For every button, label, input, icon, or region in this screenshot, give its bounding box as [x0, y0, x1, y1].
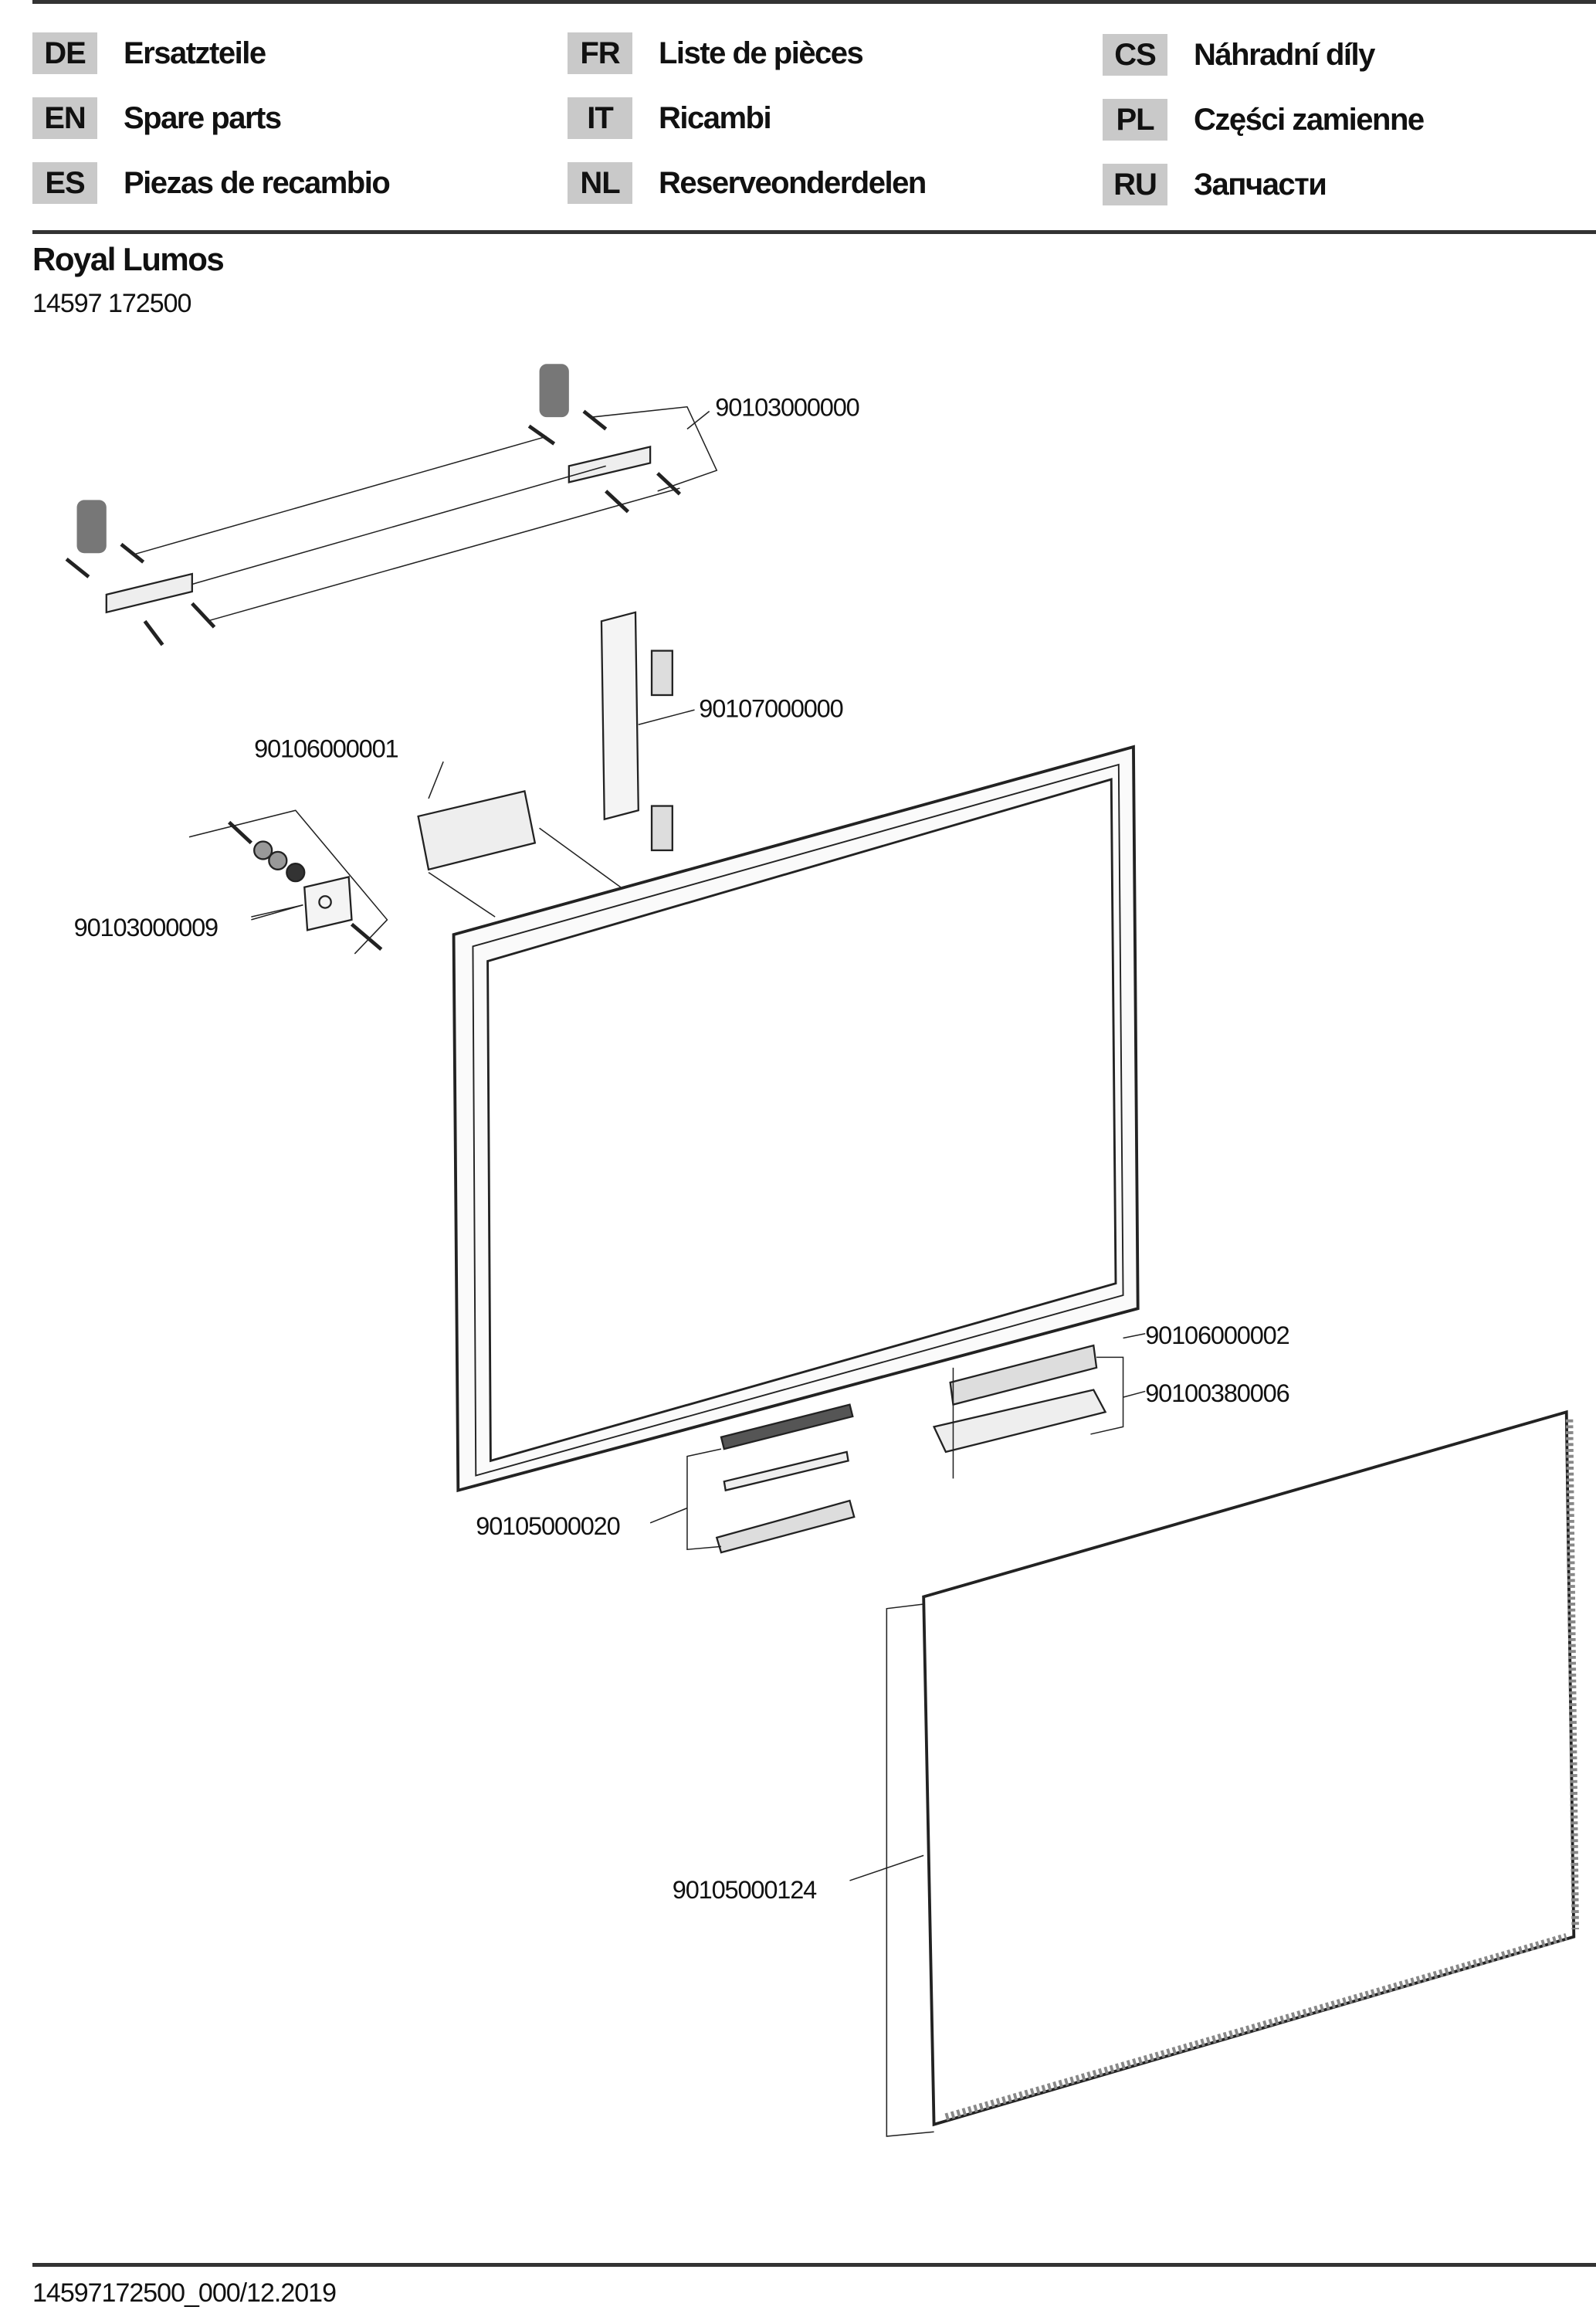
- lang-code: PL: [1103, 99, 1167, 141]
- part-number-light-profile: 90107000000: [699, 695, 842, 723]
- light-profile-part: [600, 611, 695, 852]
- led-backplate-part: [849, 1410, 1579, 2137]
- lang-nl: NL Reserveonderdelen: [568, 162, 927, 204]
- lang-label: Części zamienne: [1194, 102, 1425, 137]
- lang-code: NL: [568, 162, 632, 204]
- part-number-sensor-switch: 90106000002: [1145, 1321, 1289, 1349]
- lang-fr: FR Liste de pièces: [568, 32, 864, 74]
- leader-lines: [251, 904, 303, 918]
- lang-pl: PL Części zamienne: [1103, 99, 1425, 141]
- lang-code: FR: [568, 32, 632, 74]
- part-number-switch-holder: 90100380006: [1145, 1379, 1289, 1407]
- lang-de: DE Ersatzteile: [32, 32, 266, 74]
- top-rule: [32, 0, 1596, 4]
- lang-code: DE: [32, 32, 97, 74]
- lang-label: Ricambi: [659, 100, 772, 135]
- product-name: Royal Lumos: [32, 241, 225, 277]
- part-number-led-strip-cover: 90105000020: [476, 1512, 619, 1540]
- lang-label: Reserveonderdelen: [659, 165, 927, 200]
- mirror-frame: [452, 745, 1140, 1493]
- lang-code: EN: [32, 97, 97, 139]
- header-rule: [32, 230, 1596, 234]
- driver-box-part: [417, 761, 622, 918]
- lang-code: RU: [1103, 164, 1167, 205]
- fixing-kit-part: [188, 809, 388, 955]
- lang-code: IT: [568, 97, 632, 139]
- wall-bracket-assembly: [65, 364, 718, 646]
- lang-en: EN Spare parts: [32, 97, 282, 139]
- lang-es: ES Piezas de recambio: [32, 162, 391, 204]
- part-number-fixing-kit: 90103000009: [74, 914, 218, 941]
- lang-code: CS: [1103, 34, 1167, 76]
- lang-ru: RU Запчасти: [1103, 164, 1327, 205]
- lang-cs: CS Náhradní díly: [1103, 34, 1375, 76]
- lang-code: ES: [32, 162, 97, 204]
- footer-rule: [32, 2263, 1596, 2267]
- lang-label: Запчасти: [1194, 167, 1327, 202]
- product-number: 14597 172500: [32, 289, 191, 318]
- led-strip-parts: [649, 1403, 856, 1554]
- part-number-led-backplate: 90105000124: [673, 1876, 817, 1904]
- lang-label: Ersatzteile: [124, 36, 266, 70]
- lang-label: Piezas de recambio: [124, 165, 391, 200]
- part-number-driver-box: 90106000001: [254, 734, 398, 762]
- lang-label: Liste de pièces: [659, 36, 864, 70]
- part-number-wall-brackets: 90103000000: [715, 393, 859, 421]
- lang-it: IT Ricambi: [568, 97, 772, 139]
- switch-parts: [932, 1333, 1146, 1479]
- lang-label: Náhradní díly: [1194, 37, 1375, 72]
- document-code: 14597172500_000/12.2019: [32, 2278, 337, 2308]
- lang-label: Spare parts: [124, 100, 282, 135]
